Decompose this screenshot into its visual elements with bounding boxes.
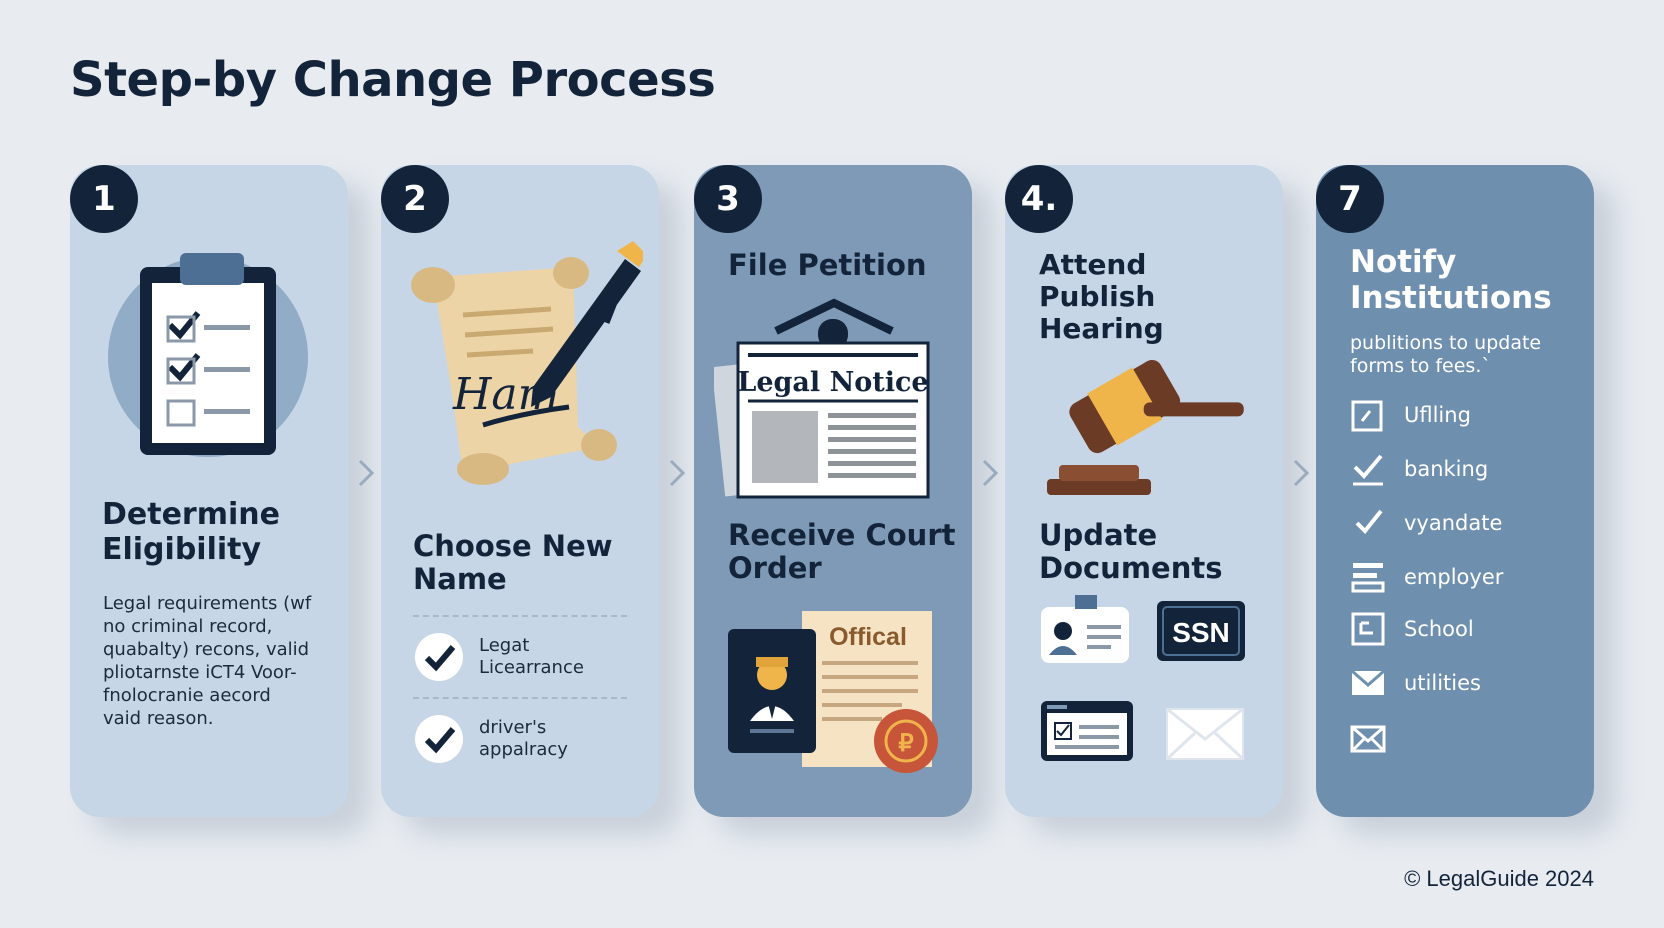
- checkmark-circle-icon: [415, 633, 463, 681]
- requirement-label: appalracy: [479, 739, 568, 760]
- ssn-card-icon: SSN: [1157, 601, 1245, 661]
- step-heading-5: Notify Institutions: [1350, 244, 1552, 316]
- step-number-badge-3: 3: [694, 165, 762, 233]
- requirement-label: driver's: [479, 717, 547, 738]
- step-body-line: pliotarnste iCT4 Voor-: [103, 662, 297, 683]
- step-card-1: 1 Determine Eligibility Legal requiremen…: [70, 165, 348, 817]
- step-body-line: fnolocranie aecord: [103, 685, 271, 706]
- court-order-document-icon: Offical ₽: [728, 611, 938, 773]
- step-card-5: 7 Notify Institutions publitions to upda…: [1316, 165, 1594, 817]
- step-body-1: Legal requirements (wf no criminal recor…: [103, 592, 311, 730]
- gavel-icon: [1047, 359, 1244, 495]
- step-number-badge-2: 2: [381, 165, 449, 233]
- requirement-label: Licearrance: [479, 657, 584, 678]
- institution-item: banking: [1350, 451, 1488, 487]
- ssn-label: SSN: [1172, 617, 1230, 648]
- step-body-line: Legal requirements (wf: [103, 593, 312, 614]
- step-subtext-5: publitions to update forms to fees.`: [1350, 332, 1541, 378]
- envelope-icon: [1350, 665, 1386, 701]
- chevron-right-icon: [669, 459, 686, 487]
- institution-label: Uflling: [1404, 403, 1471, 427]
- step-card-2: 2 Ham Choose New Name Legat Licearrance …: [381, 165, 659, 817]
- step-number-badge-4: 4.: [1005, 165, 1073, 233]
- institution-item: utilities: [1350, 665, 1481, 701]
- school-icon: [1350, 611, 1386, 647]
- step-card-4: 4. Attend Publish Hearing Update Documen…: [1005, 165, 1283, 817]
- institution-label: School: [1404, 617, 1474, 641]
- notice-label: Legal Notice: [737, 367, 928, 398]
- institution-label: utilities: [1404, 671, 1481, 695]
- checkmark-circle-icon: [415, 715, 463, 763]
- step-subtext-line: forms to fees.`: [1350, 355, 1491, 377]
- institution-label: employer: [1404, 565, 1504, 589]
- step-subtext-line: publitions to update: [1350, 332, 1542, 354]
- step-heading-1: Determine Eligibility: [102, 497, 280, 567]
- institution-item: vyandate: [1350, 505, 1502, 541]
- institution-item: Uflling: [1350, 397, 1471, 433]
- id-card-icon: [1041, 595, 1129, 663]
- chevron-right-icon: [358, 459, 375, 487]
- institution-item: employer: [1350, 559, 1503, 595]
- step-body-line: no criminal record,: [103, 616, 273, 637]
- official-label: Offical: [829, 623, 907, 651]
- step-body-line: vaid reason.: [103, 708, 214, 729]
- svg-text:₽: ₽: [898, 731, 913, 757]
- step-heading-4b: Update Documents: [1039, 518, 1223, 586]
- scroll-and-pen-icon: Ham: [411, 241, 643, 485]
- page-title: Step-by Change Process: [70, 52, 716, 108]
- requirement-item: Legat Licearrance: [413, 631, 584, 683]
- legal-notice-newspaper-icon: Legal Notice: [714, 298, 930, 499]
- institution-item: School: [1350, 611, 1474, 647]
- clipboard-checklist-icon: [108, 253, 308, 457]
- institution-label: vyandate: [1404, 511, 1503, 535]
- chevron-right-icon: [1293, 459, 1310, 487]
- browser-form-icon: [1041, 701, 1133, 761]
- briefcase-icon: [1350, 559, 1386, 595]
- mail-icon: [1350, 721, 1386, 757]
- step-heading-3b: Receive Court Order: [728, 518, 956, 586]
- step-heading-4: Attend Publish Hearing: [1039, 248, 1164, 346]
- step-card-3: 3 File Petition Legal Notice Receive Cou…: [694, 165, 972, 817]
- requirement-item: driver's appalracy: [413, 713, 568, 765]
- step-number-badge-1: 1: [70, 165, 138, 233]
- checkmark-icon: [1350, 451, 1386, 487]
- step-heading-2: Choose New Name: [413, 529, 613, 597]
- edit-box-icon: [1350, 397, 1386, 433]
- institution-label: banking: [1404, 457, 1489, 481]
- copyright-footer: © LegalGuide 2024: [1404, 866, 1594, 891]
- divider: [413, 615, 627, 617]
- step-body-line: quabalty) recons, valid: [103, 639, 310, 660]
- divider: [413, 697, 627, 699]
- requirement-label: Legat: [479, 635, 530, 656]
- chevron-right-icon: [982, 459, 999, 487]
- institution-item: [1350, 721, 1386, 757]
- step-heading-3: File Petition: [728, 248, 927, 282]
- mail-envelope-icon: [1165, 707, 1245, 761]
- step-number-badge-5: 7: [1316, 165, 1384, 233]
- checkmark-icon: [1350, 505, 1386, 541]
